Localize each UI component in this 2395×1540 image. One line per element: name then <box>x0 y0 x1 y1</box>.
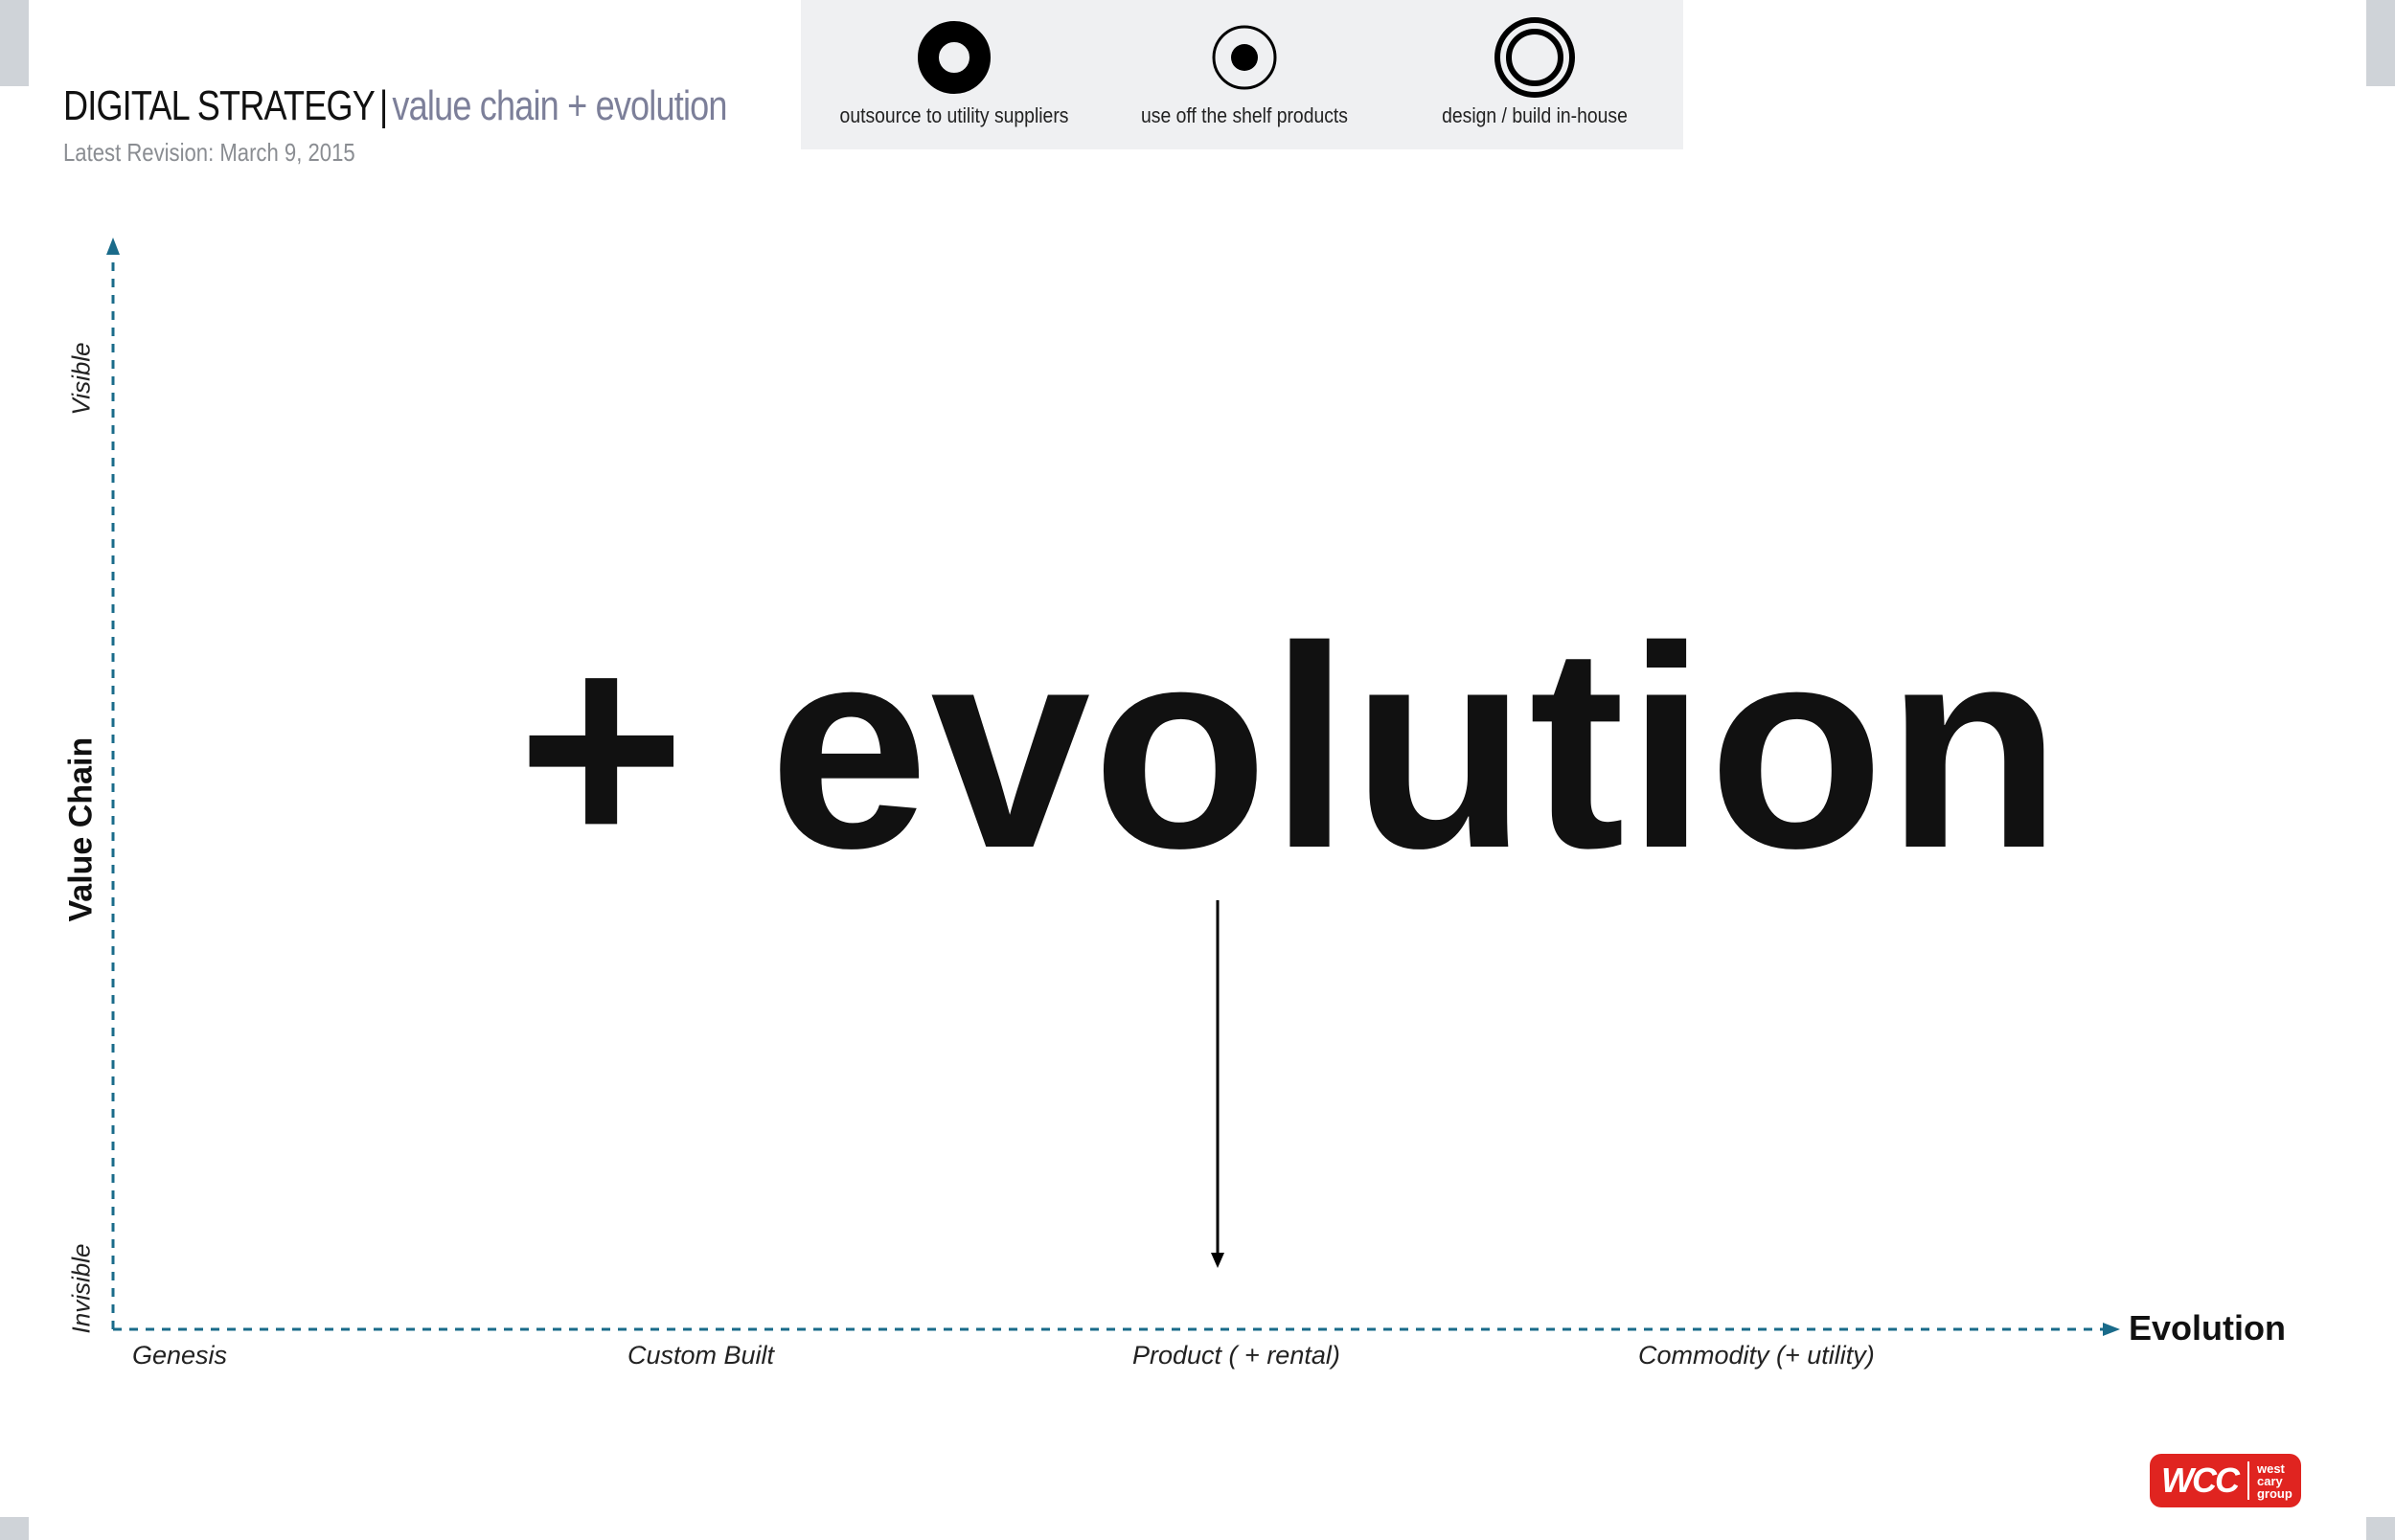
y-axis-title: Value Chain <box>62 736 100 922</box>
logo-word-group: group <box>2256 1485 2292 1501</box>
corner-tab-bottom-right <box>2366 1517 2395 1540</box>
legend-item-off-the-shelf: use off the shelf products <box>1101 19 1388 128</box>
y-axis-bottom-label: Invisible <box>66 1243 96 1334</box>
page-title-main: DIGITAL STRATEGY <box>63 82 376 129</box>
legend-panel: outsource to utility suppliers use off t… <box>801 0 1683 149</box>
logo-word-cary: cary <box>2256 1473 2283 1488</box>
legend-item-in-house: design / build in-house <box>1391 17 1678 128</box>
dot-in-circle-icon <box>1212 25 1277 90</box>
evolution-arrowhead <box>1211 1253 1224 1268</box>
logo-word-west: west <box>2256 1461 2285 1476</box>
y-axis-arrowhead <box>106 238 120 255</box>
solid-ring-icon <box>918 21 991 94</box>
legend-label-in-house: design / build in-house <box>1442 103 1628 127</box>
double-circle-icon <box>1494 17 1575 98</box>
stage-commodity: Commodity (+ utility) <box>1638 1341 1875 1370</box>
legend-label-off-the-shelf: use off the shelf products <box>1141 103 1348 127</box>
company-logo: WCC west cary group <box>2150 1454 2301 1507</box>
legend-item-outsource: outsource to utility suppliers <box>810 19 1098 128</box>
legend-label-outsource: outsource to utility suppliers <box>839 103 1069 127</box>
revision-date: Latest Revision: March 9, 2015 <box>63 138 355 167</box>
x-axis-title: Evolution <box>2129 1308 2286 1348</box>
page-title-separator: | <box>378 82 388 129</box>
logo-words: west cary group <box>2257 1462 2292 1500</box>
logo-divider <box>2247 1461 2249 1500</box>
stage-custom-built: Custom Built <box>627 1341 775 1370</box>
corner-tab-top-left <box>0 0 29 86</box>
stage-genesis: Genesis <box>132 1341 228 1370</box>
page-title-sub: value chain + evolution <box>392 82 727 129</box>
corner-tab-top-right <box>2366 0 2395 86</box>
y-axis-top-label: Visible <box>66 342 96 416</box>
stage-product: Product ( + rental) <box>1132 1341 1340 1370</box>
logo-mark: WCC <box>2161 1461 2240 1500</box>
page-title: DIGITAL STRATEGY|value chain + evolution <box>63 82 727 130</box>
headline-evolution: + evolution <box>517 586 2064 908</box>
x-axis-arrowhead <box>2103 1323 2120 1336</box>
corner-tab-bottom-left <box>0 1517 29 1540</box>
